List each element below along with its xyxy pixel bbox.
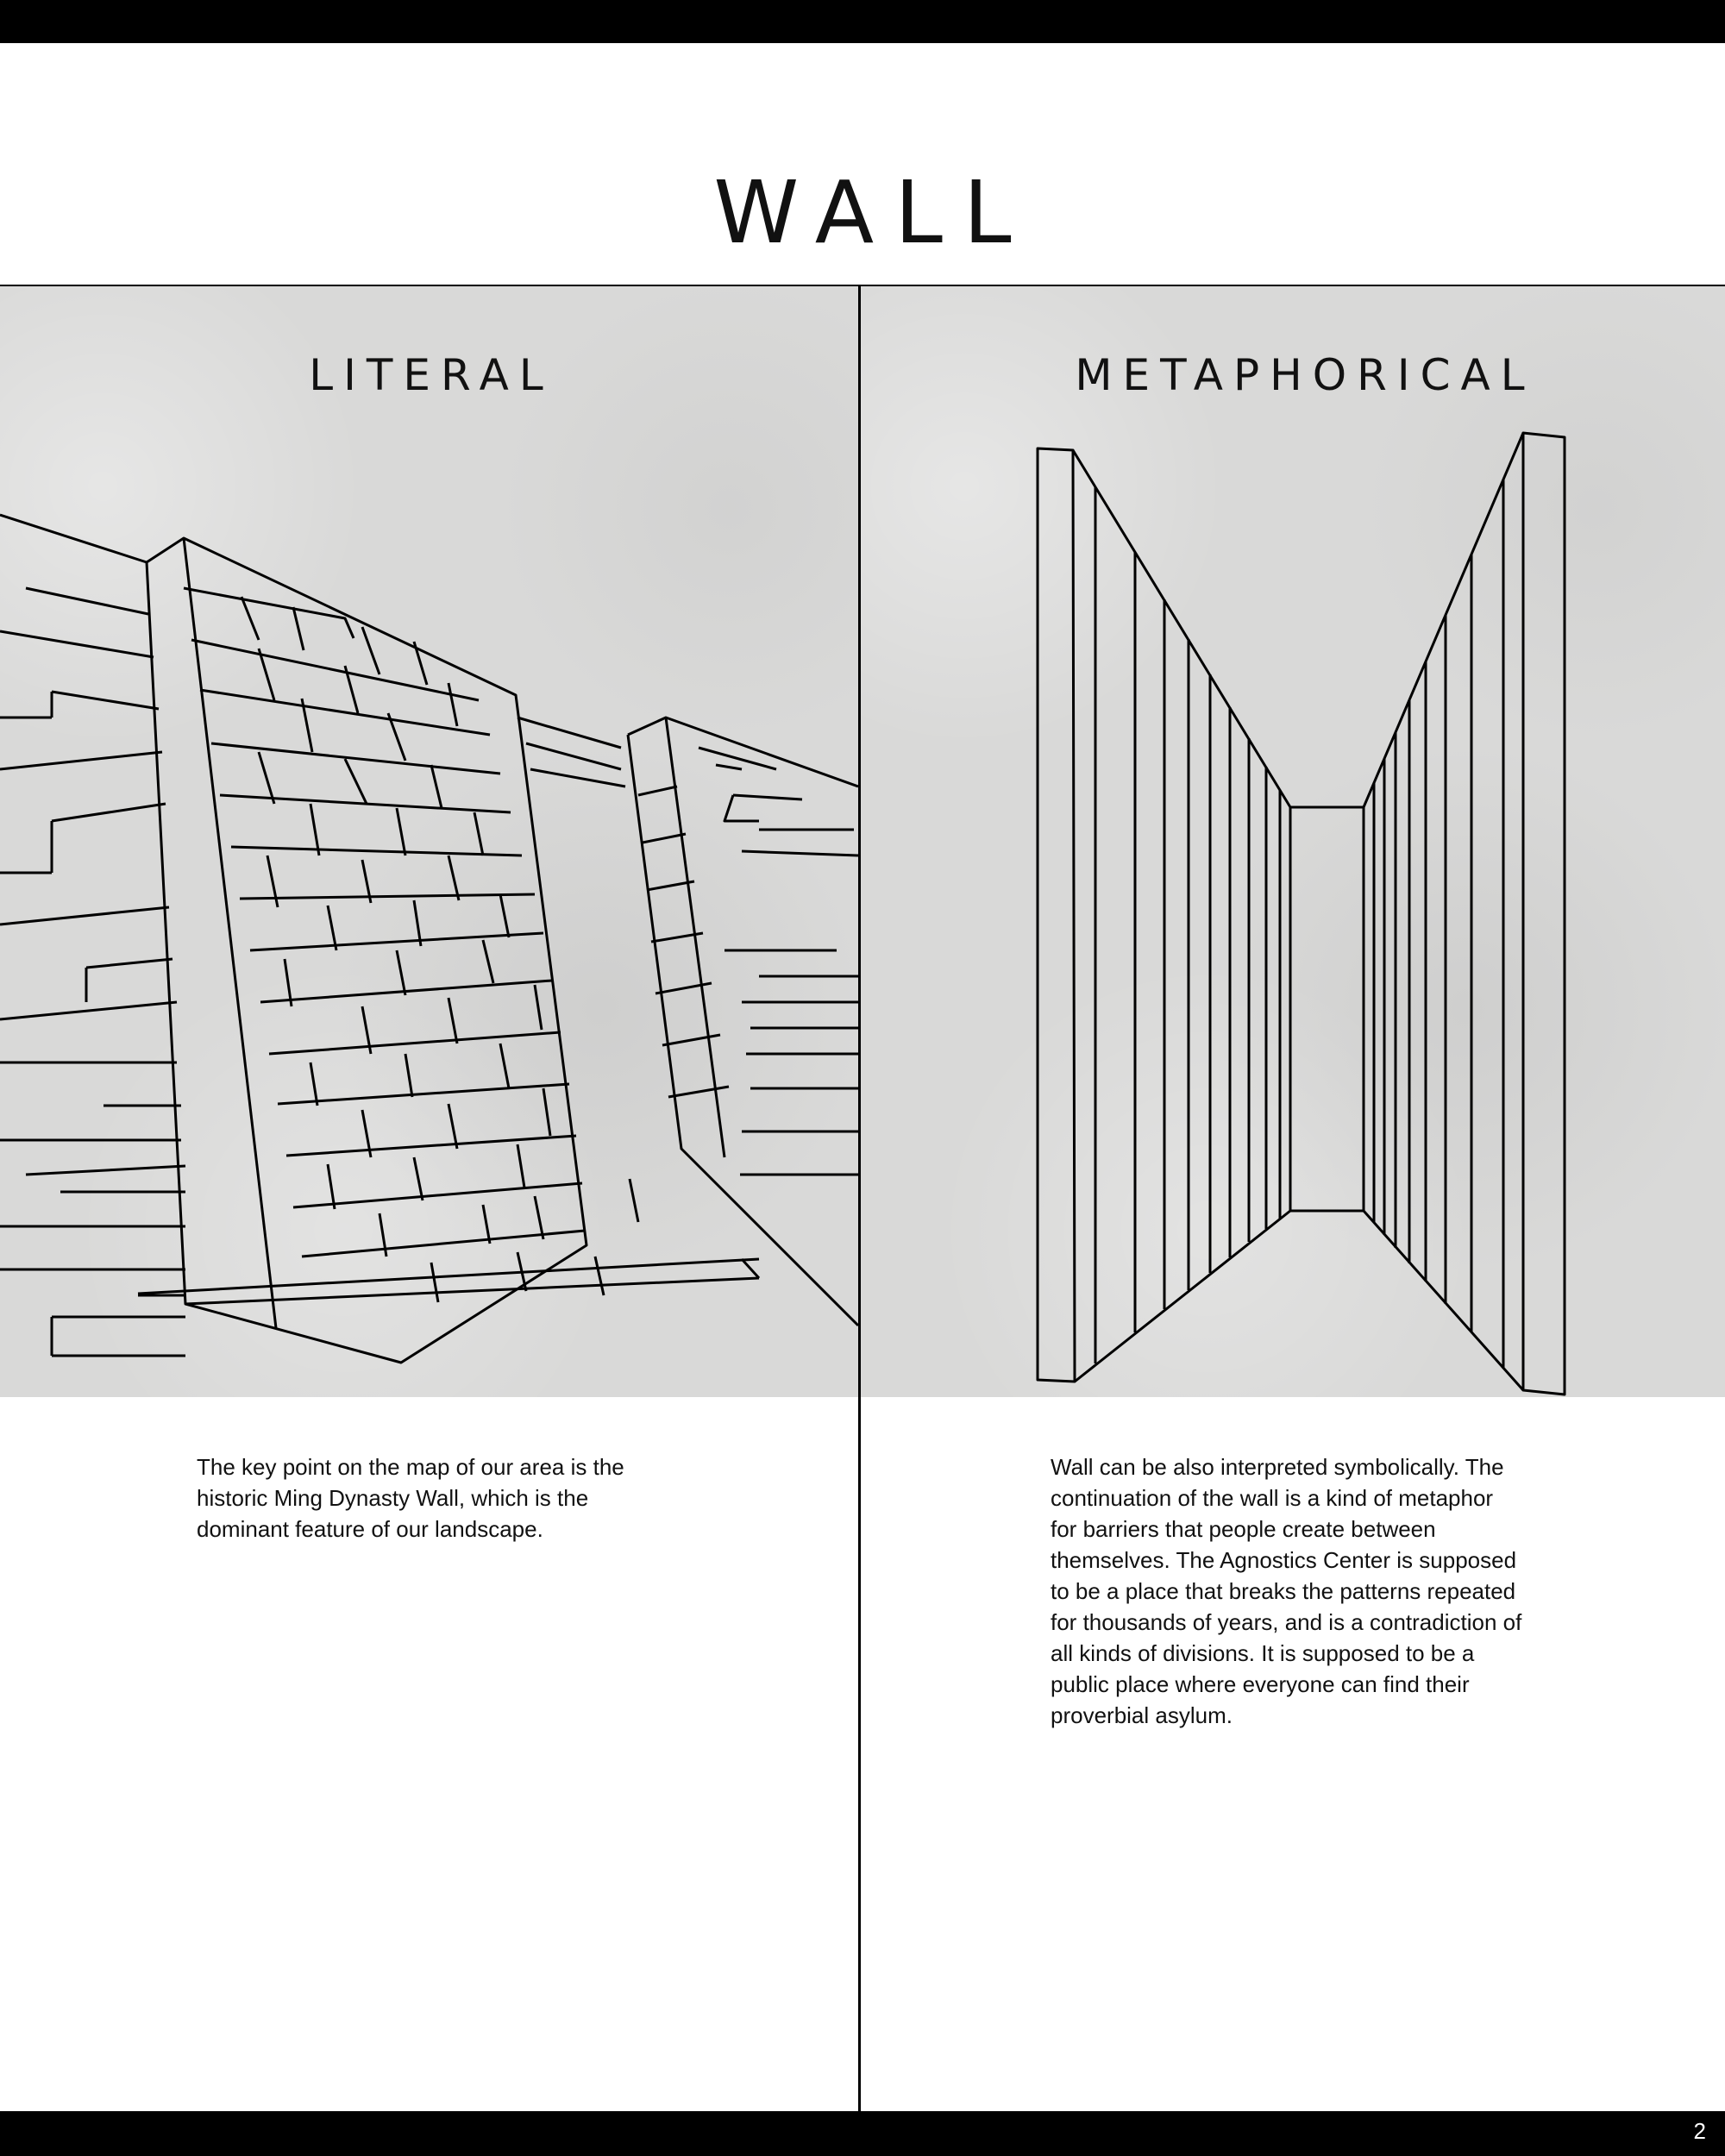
metaphorical-heading: METAPHORICAL (1075, 350, 1535, 400)
footer-bar: 2 (0, 2111, 1725, 2156)
literal-heading: LITERAL (309, 350, 554, 400)
corridor-illustration (1036, 431, 1566, 1396)
header-rule (0, 285, 1725, 286)
column-divider (858, 285, 861, 2111)
metaphorical-description: Wall can be also interpreted symbolicall… (1051, 1454, 1522, 1728)
top-bar (0, 0, 1725, 43)
ming-wall-illustration (0, 513, 858, 1364)
literal-panel: LITERAL (0, 286, 858, 1397)
page-title: WALL (713, 162, 1032, 263)
page-number: 2 (1693, 2118, 1706, 2144)
literal-description: The key point on the map of our area is … (197, 1454, 624, 1542)
metaphorical-panel: METAPHORICAL (861, 286, 1725, 1397)
